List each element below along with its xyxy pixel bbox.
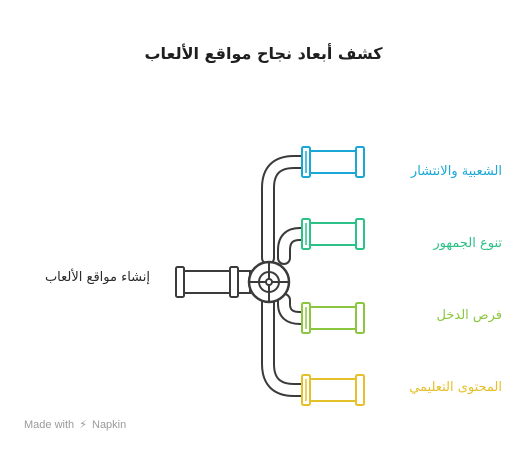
valve-wheel-icon [247,260,291,304]
branch-label-2: تنوع الجمهور [433,236,502,251]
watermark-prefix: Made with [24,419,75,431]
branch-pipe-end-1 [301,146,365,178]
napkin-watermark[interactable]: Made with ⚡︎ Napkin [24,418,126,431]
branch-label-3: فرص الدخل [436,308,502,323]
branch-pipe-end-3 [301,302,365,334]
branch-pipe-end-2 [301,218,365,250]
branch-label-4: المحتوى التعليمي [409,380,502,395]
branch-label-1: الشعبية والانتشار [410,164,502,179]
diagram-title: كشف أبعاد نجاح مواقع الألعاب [144,44,383,63]
source-pipe [175,266,251,298]
branch-pipe-end-4 [301,374,365,406]
branch-pipes [261,155,309,397]
source-label: إنشاء مواقع الألعاب [44,270,150,285]
napkin-bolt-icon: ⚡︎ [79,419,87,431]
watermark-brand: Napkin [92,419,127,431]
